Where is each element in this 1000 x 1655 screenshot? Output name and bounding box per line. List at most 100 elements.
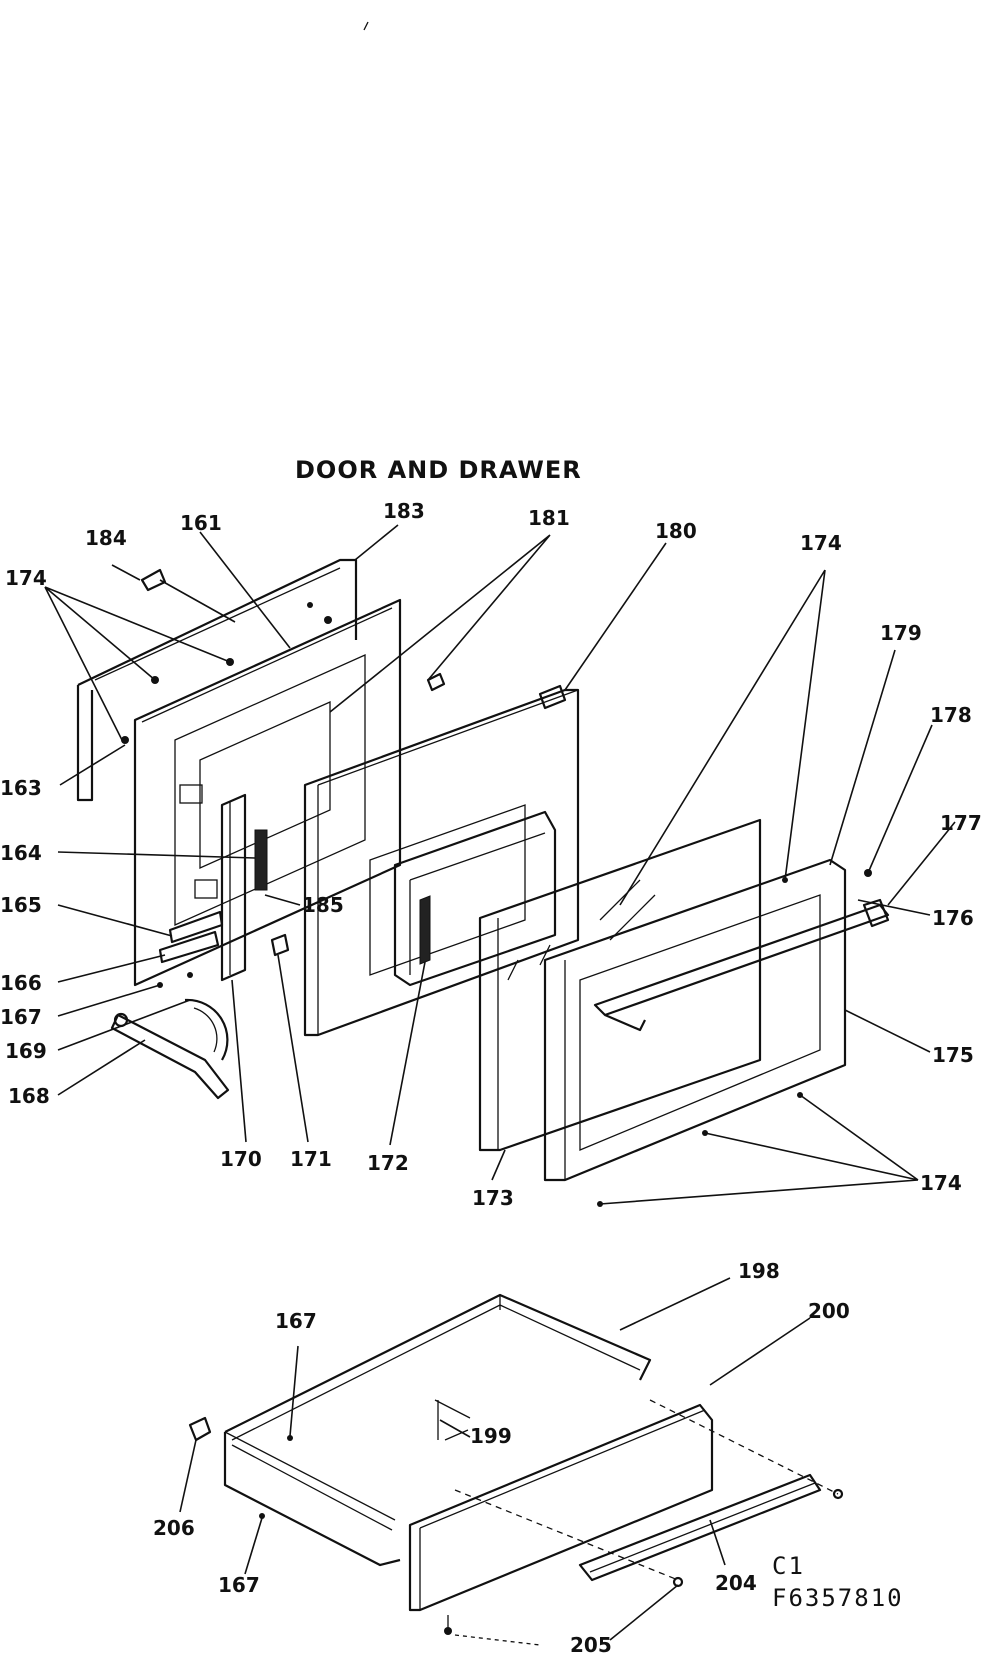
leader-200: [709, 1317, 811, 1386]
door-handle: [593, 903, 890, 1017]
label-199: 199: [470, 1424, 512, 1448]
label-169: 169: [5, 1039, 47, 1063]
alignment-line: [454, 1489, 679, 1581]
door-inner-panel-edge: [317, 689, 579, 1035]
leader-173: [491, 1149, 506, 1181]
label-185: 185: [302, 893, 344, 917]
label-174: 174: [5, 566, 47, 590]
diagram-title: DOOR AND DRAWER: [295, 456, 582, 484]
label-161: 161: [180, 511, 222, 535]
catalog-code: F6357810: [772, 1584, 904, 1612]
label-173: 173: [472, 1186, 514, 1210]
handle-bracket: [862, 898, 890, 928]
door-fastener: [426, 672, 446, 692]
label-174: 174: [920, 1171, 962, 1195]
label-204: 204: [715, 1571, 757, 1595]
screw: [444, 1627, 452, 1635]
leader-172: [389, 961, 426, 1146]
screw: [187, 972, 193, 978]
drawer-front-edge: [419, 1409, 706, 1610]
drawer-assembly: [188, 1293, 844, 1646]
scan-mark: [363, 21, 369, 31]
alignment-line: [454, 1634, 541, 1646]
label-178: 178: [930, 703, 972, 727]
door-frame-opening: [579, 894, 821, 1151]
door-liner-edge: [141, 607, 393, 723]
leader-181: [329, 534, 551, 713]
door-liner-tab-lower: [194, 879, 218, 899]
label-175: 175: [932, 1043, 974, 1067]
door-back-panel: [76, 558, 358, 802]
label-172: 172: [367, 1151, 409, 1175]
leader-163: [59, 744, 126, 786]
drawer-body-lip: [231, 1444, 393, 1531]
alignment-line: [649, 1399, 839, 1495]
leader-165: [57, 904, 173, 937]
door-insulation-strip: [254, 829, 268, 891]
door-assembly: [76, 558, 890, 1207]
leader-169: [57, 999, 191, 1051]
label-205: 205: [570, 1633, 612, 1655]
leader-204: [709, 1519, 726, 1566]
leader-174b: [619, 569, 826, 906]
label-174: 174: [800, 531, 842, 555]
hinge-arc: [184, 998, 229, 1061]
label-184: 184: [85, 526, 127, 550]
door-handle-end: [604, 1013, 646, 1032]
drawer-rail: [578, 1473, 822, 1582]
leader-198: [619, 1277, 731, 1331]
leader-185: [264, 894, 301, 906]
leader-171: [277, 954, 309, 1143]
hinge-channel: [220, 793, 247, 982]
leader-161: [199, 531, 291, 649]
leader-177: [887, 821, 956, 906]
glass-pack: [393, 810, 557, 987]
leader-179: [829, 649, 896, 866]
screw: [307, 602, 313, 608]
door-inner-panel: [303, 688, 580, 1037]
screw: [672, 1576, 684, 1588]
door-frame: [543, 858, 847, 1182]
screw: [287, 1435, 293, 1441]
leader-167c: [244, 1517, 263, 1575]
label-167: 167: [218, 1573, 260, 1597]
glass-pack-edge: [409, 832, 546, 975]
leader-167a: [57, 984, 161, 1017]
screw: [832, 1488, 844, 1500]
leader-183: [354, 524, 399, 561]
drawer-body: [223, 1293, 652, 1567]
label-181: 181: [528, 506, 570, 530]
drawer-rail-edge: [589, 1482, 816, 1573]
label-163: 163: [0, 776, 42, 800]
door-liner: [133, 598, 402, 987]
label-171: 171: [290, 1147, 332, 1171]
drawer-body-bottom-edge: [224, 1431, 396, 1521]
leader-176: [857, 899, 931, 916]
drawer-spring: [434, 1399, 471, 1441]
label-164: 164: [0, 841, 42, 865]
label-177: 177: [940, 811, 982, 835]
drawer-front: [408, 1403, 714, 1612]
screw: [324, 616, 332, 624]
leader-206: [179, 1439, 197, 1513]
hinge-arc-inner: [193, 1007, 218, 1053]
label-168: 168: [8, 1084, 50, 1108]
hinge-lever-lower: [158, 930, 220, 964]
leader-164: [57, 851, 256, 859]
window-glass-shine-2: [599, 879, 656, 941]
catalog-code-prefix: C1: [772, 1552, 805, 1580]
leader-166: [57, 954, 166, 983]
door-panel-latch: [538, 684, 567, 710]
label-166: 166: [0, 971, 42, 995]
leader-178: [867, 724, 933, 874]
glass-pack-clip: [419, 895, 431, 965]
screw: [121, 736, 129, 744]
leader-205: [609, 1584, 679, 1641]
window-glass-shine: [507, 944, 551, 981]
label-180: 180: [655, 519, 697, 543]
leader-167b: [289, 1345, 299, 1437]
window-glass: [478, 818, 762, 1152]
hinge-pin: [270, 933, 290, 957]
drawer-bracket: [188, 1416, 212, 1442]
